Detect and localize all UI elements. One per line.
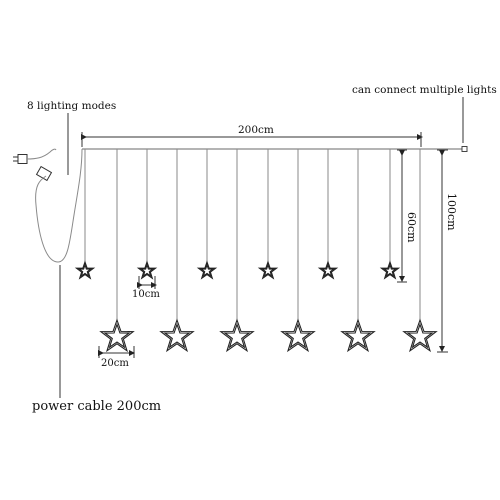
- power-cable: [35, 148, 83, 263]
- star-icon: [402, 318, 438, 353]
- drop-wires: [84, 149, 421, 321]
- modes-label: 8 lighting modes: [27, 100, 116, 112]
- power-cable-label: power cable 200cm: [32, 399, 161, 414]
- height-60-label: 60cm: [405, 212, 418, 243]
- star-icon: [74, 260, 96, 280]
- small-star-dimension: [137, 276, 157, 289]
- height-60-dimension: [397, 149, 407, 283]
- star-icon: [219, 318, 255, 353]
- big-star-dimension: [98, 346, 135, 358]
- plug-cable: [26, 148, 57, 160]
- height-100-label: 100cm: [445, 193, 458, 231]
- star-icon: [280, 318, 316, 353]
- star-icon: [340, 318, 376, 353]
- star-icon: [257, 260, 279, 280]
- star-icon: [317, 260, 339, 280]
- big-stars: [99, 318, 438, 353]
- star-icon: [379, 260, 401, 280]
- star-icon: [159, 318, 195, 353]
- end-connector-icon: [461, 146, 468, 152]
- plug-icon: [13, 154, 28, 164]
- star-icon: [136, 260, 158, 280]
- star-icon: [99, 318, 135, 353]
- small-stars: [74, 260, 401, 280]
- big-star-size-label: 20cm: [101, 358, 129, 369]
- star-icon: [196, 260, 218, 280]
- width-label: 200cm: [238, 124, 274, 136]
- controller-box-icon: [35, 165, 53, 182]
- height-100-dimension: [437, 149, 448, 353]
- connect-label: can connect multiple lights: [352, 84, 497, 96]
- small-star-size-label: 10cm: [132, 289, 160, 300]
